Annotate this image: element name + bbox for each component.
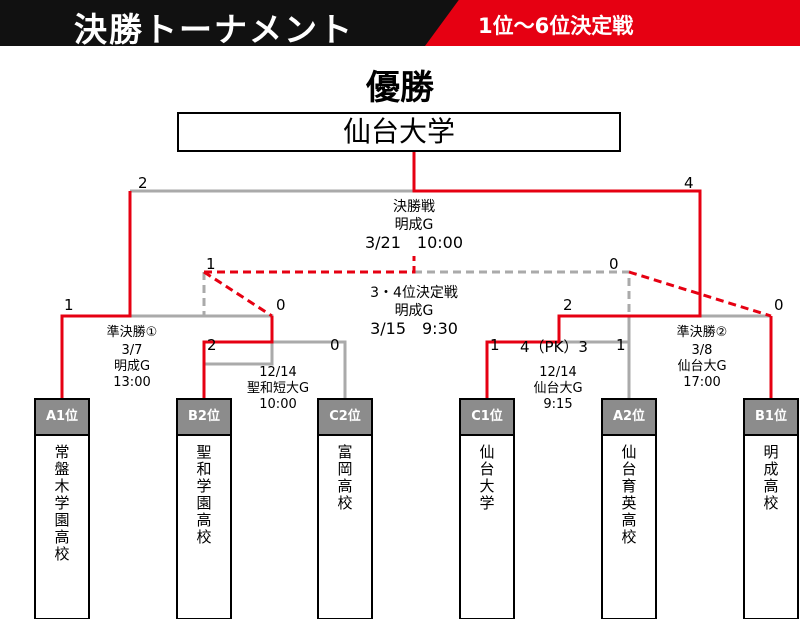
- semi-left-winner-line: [60, 191, 132, 398]
- final-left-score: 2: [138, 174, 148, 192]
- team-seed: A1位: [36, 400, 88, 436]
- final-right-score: 4: [684, 174, 694, 192]
- team-seed: A2位: [603, 400, 655, 436]
- semi-right-left-score: 2: [563, 296, 573, 314]
- final-label: 決勝戦: [393, 199, 435, 215]
- team-name: 富岡高校: [335, 444, 354, 512]
- semi-right-venue: 仙台大G: [677, 359, 727, 374]
- final-venue: 明成G: [394, 217, 434, 233]
- qf-left-winner-line: [202, 316, 274, 398]
- qf-right-venue: 仙台大G: [533, 381, 583, 396]
- page-title: 決勝トーナメント: [74, 10, 354, 49]
- team-name: 仙台大学: [477, 444, 496, 512]
- team-column-a2: A2位 仙台育英高校: [601, 398, 657, 619]
- header-subtitle-banner: [425, 0, 800, 46]
- champion-label: 優勝: [366, 68, 434, 108]
- qf-left-date: 12/14: [259, 365, 297, 380]
- semi-left-left-score: 1: [64, 296, 74, 314]
- qf-left-right-score: 0: [330, 336, 340, 354]
- champion-line: [412, 152, 702, 398]
- qf-right-left-score: 1: [490, 336, 500, 354]
- semi-left-date: 3/7: [121, 343, 143, 358]
- qf-right-right-score: 1: [616, 336, 626, 354]
- semi-left-right-score: 0: [276, 296, 286, 314]
- third-place-winner-line: [204, 256, 416, 274]
- team-seed: B1位: [745, 400, 797, 436]
- qf-left-loser-line: [272, 340, 347, 398]
- team-name: 聖和学園高校: [194, 444, 213, 546]
- team-column-b2: B2位 聖和学園高校: [176, 398, 232, 619]
- team-column-a1: A1位 常盤木学園高校: [34, 398, 90, 619]
- team-column-c2: C2位 富岡高校: [317, 398, 373, 619]
- qf-left-left-score: 2: [207, 336, 217, 354]
- qf-right-pk: 4（PK）3: [520, 338, 588, 356]
- semi-right-time: 17:00: [683, 375, 721, 390]
- team-seed: C2位: [319, 400, 371, 436]
- team-column-b1: B1位 明成高校: [743, 398, 799, 619]
- qf-left-venue: 聖和短大G: [246, 381, 310, 396]
- semi-right-label: 準決勝②: [676, 325, 728, 340]
- third-venue: 明成G: [394, 303, 434, 319]
- team-name: 仙台育英高校: [619, 444, 638, 546]
- team-seed: B2位: [178, 400, 230, 436]
- semi-left-venue: 明成G: [113, 359, 151, 374]
- semi-left-label: 準決勝①: [106, 325, 158, 340]
- champion-team: 仙台大学: [177, 112, 621, 152]
- qf-left-time: 10:00: [259, 397, 297, 412]
- page-subtitle: 1位～6位決定戦: [478, 14, 634, 38]
- third-datetime: 3/15 9:30: [370, 319, 458, 338]
- team-name: 常盤木学園高校: [52, 444, 71, 563]
- third-right-score: 0: [609, 255, 619, 273]
- team-seed: C1位: [461, 400, 513, 436]
- third-place-left-diag: [203, 270, 273, 318]
- third-place-right-diag: [628, 270, 772, 318]
- semi-right-date: 3/8: [691, 343, 713, 358]
- team-name: 明成高校: [761, 444, 780, 512]
- team-column-c1: C1位 仙台大学: [459, 398, 515, 619]
- qf-right-time: 9:15: [543, 397, 573, 412]
- semi-right-right-score: 0: [774, 296, 784, 314]
- final-datetime: 3/21 10:00: [364, 233, 464, 252]
- qf-right-date: 12/14: [539, 365, 577, 380]
- semi-left-time: 13:00: [113, 375, 151, 390]
- third-left-score: 1: [206, 255, 216, 273]
- third-label: 3・4位決定戦: [370, 285, 458, 301]
- header-banner: [0, 0, 480, 46]
